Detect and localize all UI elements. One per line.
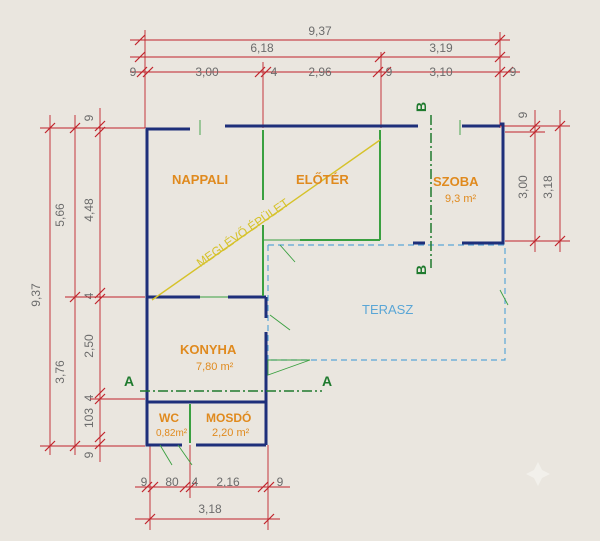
- terrace-outline: [267, 244, 506, 361]
- room-szoba: SZOBA: [433, 174, 479, 189]
- room-wc-area: 0,82m²: [156, 428, 188, 439]
- room-konyha-area: 7,80 m²: [196, 361, 234, 373]
- dim-left-4a: 4: [82, 292, 96, 299]
- room-labels: NAPPALI ELŐTÉR SZOBA 9,3 m² KONYHA 7,80 …: [156, 172, 479, 439]
- section-a-right: A: [322, 373, 332, 389]
- top-dimensions: 9,37 6,18 3,19 9 3,00 4 2,96 9 3,10 9: [130, 24, 520, 128]
- left-dimensions: 9,37 5,66 3,76 9 4,48 4 2,50 4 103 9: [29, 108, 145, 462]
- room-wc: WC: [159, 411, 179, 425]
- dim-top-4: 4: [271, 65, 278, 79]
- dim-left-448: 4,48: [82, 198, 96, 222]
- dim-bottom-9b: 9: [277, 475, 284, 489]
- dim-top-left-group: 6,18: [250, 41, 274, 55]
- bottom-dimensions: 9 80 4 2,16 9 3,18: [135, 445, 290, 530]
- section-b-bottom: B: [413, 265, 429, 275]
- section-b-top: B: [413, 102, 429, 112]
- section-a-left: A: [124, 373, 134, 389]
- dim-top-9b: 9: [386, 65, 393, 79]
- dim-top-total: 9,37: [308, 24, 332, 38]
- dim-left-4b: 4: [82, 394, 96, 401]
- room-konyha: KONYHA: [180, 342, 237, 357]
- dim-bottom-9a: 9: [141, 475, 148, 489]
- dim-left-9b: 9: [82, 451, 96, 458]
- dim-left-103: 103: [82, 408, 96, 428]
- dim-right-300: 3,00: [516, 175, 530, 199]
- room-mosdo-area: 2,20 m²: [212, 427, 250, 439]
- dim-top-310: 3,10: [429, 65, 453, 79]
- dim-bottom-4: 4: [192, 475, 199, 489]
- dim-top-300: 3,00: [195, 65, 219, 79]
- dim-left-250: 2,50: [82, 334, 96, 358]
- room-szoba-area: 9,3 m²: [445, 193, 477, 205]
- dim-right-318: 3,18: [541, 175, 555, 199]
- section-lines: A A B B: [124, 102, 432, 392]
- dim-top-296: 2,96: [308, 65, 332, 79]
- dim-top-right-group: 3,19: [429, 41, 453, 55]
- walls: [145, 122, 505, 447]
- dim-top-9a: 9: [130, 65, 137, 79]
- dim-left-total: 9,37: [29, 283, 43, 307]
- dim-right-9: 9: [516, 111, 530, 118]
- dim-top-9c: 9: [510, 65, 517, 79]
- room-terasz: TERASZ: [362, 302, 413, 317]
- room-eloter: ELŐTÉR: [296, 172, 349, 187]
- room-nappali: NAPPALI: [172, 172, 228, 187]
- dim-left-9a: 9: [82, 114, 96, 121]
- room-mosdo: MOSDÓ: [206, 410, 251, 425]
- dim-bottom-80: 80: [165, 475, 179, 489]
- dim-left-376: 3,76: [53, 360, 67, 384]
- dim-bottom-total: 3,18: [198, 502, 222, 516]
- partitions: [159, 120, 509, 466]
- right-dimensions: 9 3,00 3,18: [500, 110, 570, 252]
- dim-left-566: 5,66: [53, 203, 67, 227]
- dim-bottom-216: 2,16: [216, 475, 240, 489]
